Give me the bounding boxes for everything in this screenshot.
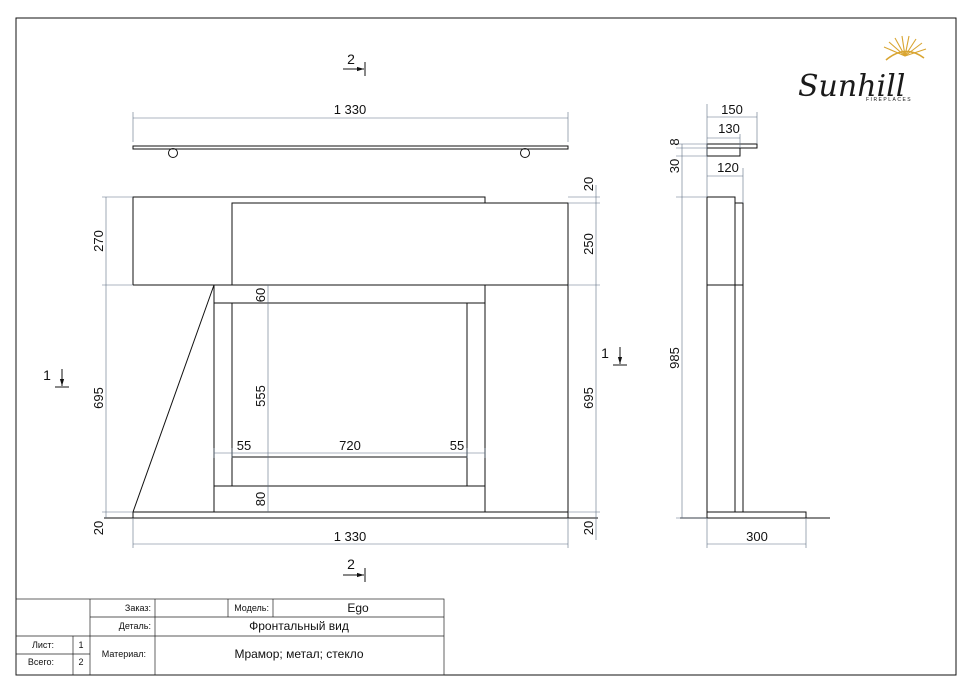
sun-rays-icon (883, 35, 927, 61)
dim-opening-right: 55 (450, 438, 464, 453)
dim-opening-left: 55 (237, 438, 251, 453)
dim-opening-bottom: 80 (253, 492, 268, 506)
svg-text:2: 2 (347, 51, 355, 67)
sheet-border (15, 17, 957, 676)
dim-right-top-height: 250 (581, 233, 596, 255)
section-mark-2-bottom: 2 (343, 556, 366, 582)
logo-tagline: FIREPLACES (866, 97, 912, 103)
shelf-bracket-right (520, 148, 530, 158)
dim-body-depth: 120 (717, 160, 739, 175)
front-shelf (132, 145, 569, 150)
svg-text:1: 1 (601, 345, 609, 361)
mantel-panel (231, 202, 569, 286)
dim-opening-top: 60 (253, 288, 268, 302)
dim-shelf-depth: 150 (721, 102, 743, 117)
dim-bracket-depth: 130 (718, 121, 740, 136)
detail-label: Деталь: (119, 621, 151, 631)
sunhill-logo: Sunhill FIREPLACES (798, 35, 927, 104)
section-mark-1-right: 1 (601, 345, 627, 366)
dim-top-height: 270 (91, 230, 106, 252)
sheet-label: Лист: (32, 640, 54, 650)
section-mark-2-top: 2 (343, 51, 366, 76)
dim-opening-height: 555 (253, 385, 268, 407)
dim-right-top-gap: 20 (581, 177, 596, 191)
logo-brand: Sunhill (798, 69, 905, 104)
dim-side-height: 985 (667, 347, 682, 369)
dim-base-left: 20 (91, 521, 106, 535)
dim-right-frame-height: 695 (581, 387, 596, 409)
side-bracket (706, 147, 741, 157)
dim-base-right: 20 (581, 521, 596, 535)
model-value: Ego (347, 601, 369, 615)
side-body (706, 196, 736, 513)
side-view: 150 130 120 8 30 985 300 (667, 102, 830, 548)
side-shelf (706, 143, 758, 149)
firebox-opening (231, 302, 468, 458)
shelf-bracket-left (168, 148, 178, 158)
detail-value: Фронтальный вид (249, 619, 349, 633)
dim-shelf-width: 1 330 (334, 102, 367, 117)
front-base (132, 511, 569, 519)
dim-shelf-thickness: 8 (667, 138, 682, 145)
title-block: Заказ: Модель: Ego Деталь: Фронтальный в… (15, 598, 445, 676)
svg-text:1: 1 (43, 367, 51, 383)
mantel-top (132, 196, 486, 285)
sheet-value: 1 (78, 640, 83, 650)
dim-frame-height: 695 (91, 387, 106, 409)
svg-text:2: 2 (347, 556, 355, 572)
total-value: 2 (78, 657, 83, 667)
front-view: 1 330 270 695 20 20 250 695 20 1 330 60 … (91, 102, 600, 548)
dim-opening-width: 720 (339, 438, 361, 453)
model-label: Модель: (234, 603, 269, 613)
order-label: Заказ: (125, 603, 151, 613)
side-cladding (734, 202, 744, 513)
total-label: Всего: (28, 657, 54, 667)
dim-bottom-width: 1 330 (334, 529, 367, 544)
material-label: Материал: (102, 649, 146, 659)
material-value: Мрамор; метал; стекло (234, 647, 363, 661)
frame-outline (132, 284, 569, 513)
dim-bracket-height: 30 (667, 159, 682, 173)
section-mark-1-left: 1 (43, 367, 69, 388)
side-base (706, 511, 807, 519)
dim-base-depth: 300 (746, 529, 768, 544)
